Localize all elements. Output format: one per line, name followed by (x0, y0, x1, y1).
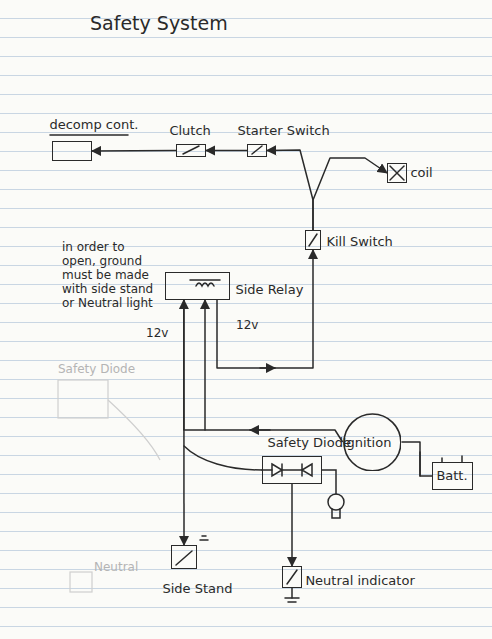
neutral-switch: Neutral indicator (282, 566, 302, 588)
wire (217, 250, 313, 368)
voltage-label: 12v (146, 326, 168, 340)
decomp-box: decomp cont. (52, 141, 92, 161)
component-label: coil (410, 165, 432, 180)
component-label: Batt. (436, 468, 467, 483)
component-label: Side Relay (235, 282, 303, 297)
component-label: Clutch (169, 123, 210, 138)
wire (313, 158, 387, 230)
wire (267, 150, 313, 230)
component-label: decomp cont. (49, 117, 138, 132)
wire (184, 300, 343, 442)
wire (183, 300, 185, 545)
starter-switch: Starter Switch (247, 144, 267, 157)
erased-text: Neutral (94, 560, 138, 574)
erased-text: Safety Diode (58, 362, 135, 376)
component-label: Safety Diode (267, 435, 351, 450)
component-label: Starter Switch (237, 123, 329, 138)
ignition-circle: Ignition (343, 413, 402, 472)
component-label: Neutral indicator (305, 573, 414, 588)
battery-box: Batt. (432, 462, 473, 490)
diagram-title: Safety System (90, 12, 228, 34)
wire (92, 150, 176, 152)
voltage-label: 12v (236, 318, 258, 332)
component-label: Ignition (343, 435, 392, 450)
diode-box: Safety Diode (262, 456, 322, 484)
component-label: Side Stand (162, 581, 232, 596)
relay-box: Side Relay (165, 272, 230, 300)
clutch-switch: Clutch (176, 144, 206, 157)
wire (206, 150, 247, 152)
kill-switch: Kill Switch (305, 230, 321, 250)
coil-box: coil (387, 163, 407, 183)
component-label: Kill Switch (326, 234, 392, 249)
side-stand-switch: Side Stand (171, 545, 197, 569)
note-text: in order to open, ground must be made wi… (62, 240, 158, 310)
wire (291, 484, 293, 566)
wire (401, 442, 432, 476)
